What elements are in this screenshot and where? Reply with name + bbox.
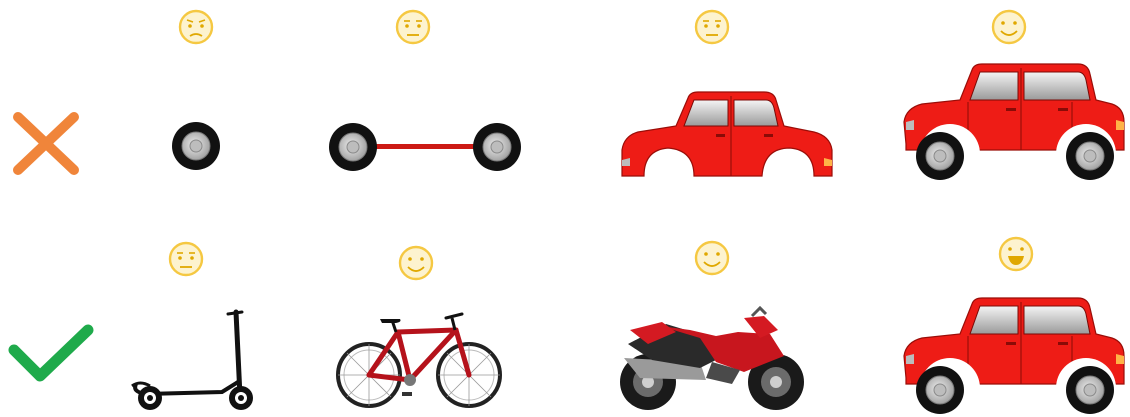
cross-icon [18,117,74,170]
scooter-icon [132,312,253,410]
car-icon [904,64,1124,184]
smiling-face-icon [993,11,1025,43]
motorcycle-icon [620,308,804,410]
neutral-face-icon [696,11,728,43]
unhappy-face-icon [180,11,212,43]
bicycle-icon [338,314,500,406]
neutral-face-icon [170,243,202,275]
car-body-icon [622,92,832,176]
smiling-face-icon [696,242,728,274]
car-icon [904,298,1124,417]
neutral-face-icon [397,11,429,43]
checkmark-icon [14,330,88,376]
smiling-face-icon [400,247,432,279]
axle-with-wheels-icon [329,123,521,171]
grinning-face-icon [1000,238,1032,270]
wheel-icon [172,122,220,170]
